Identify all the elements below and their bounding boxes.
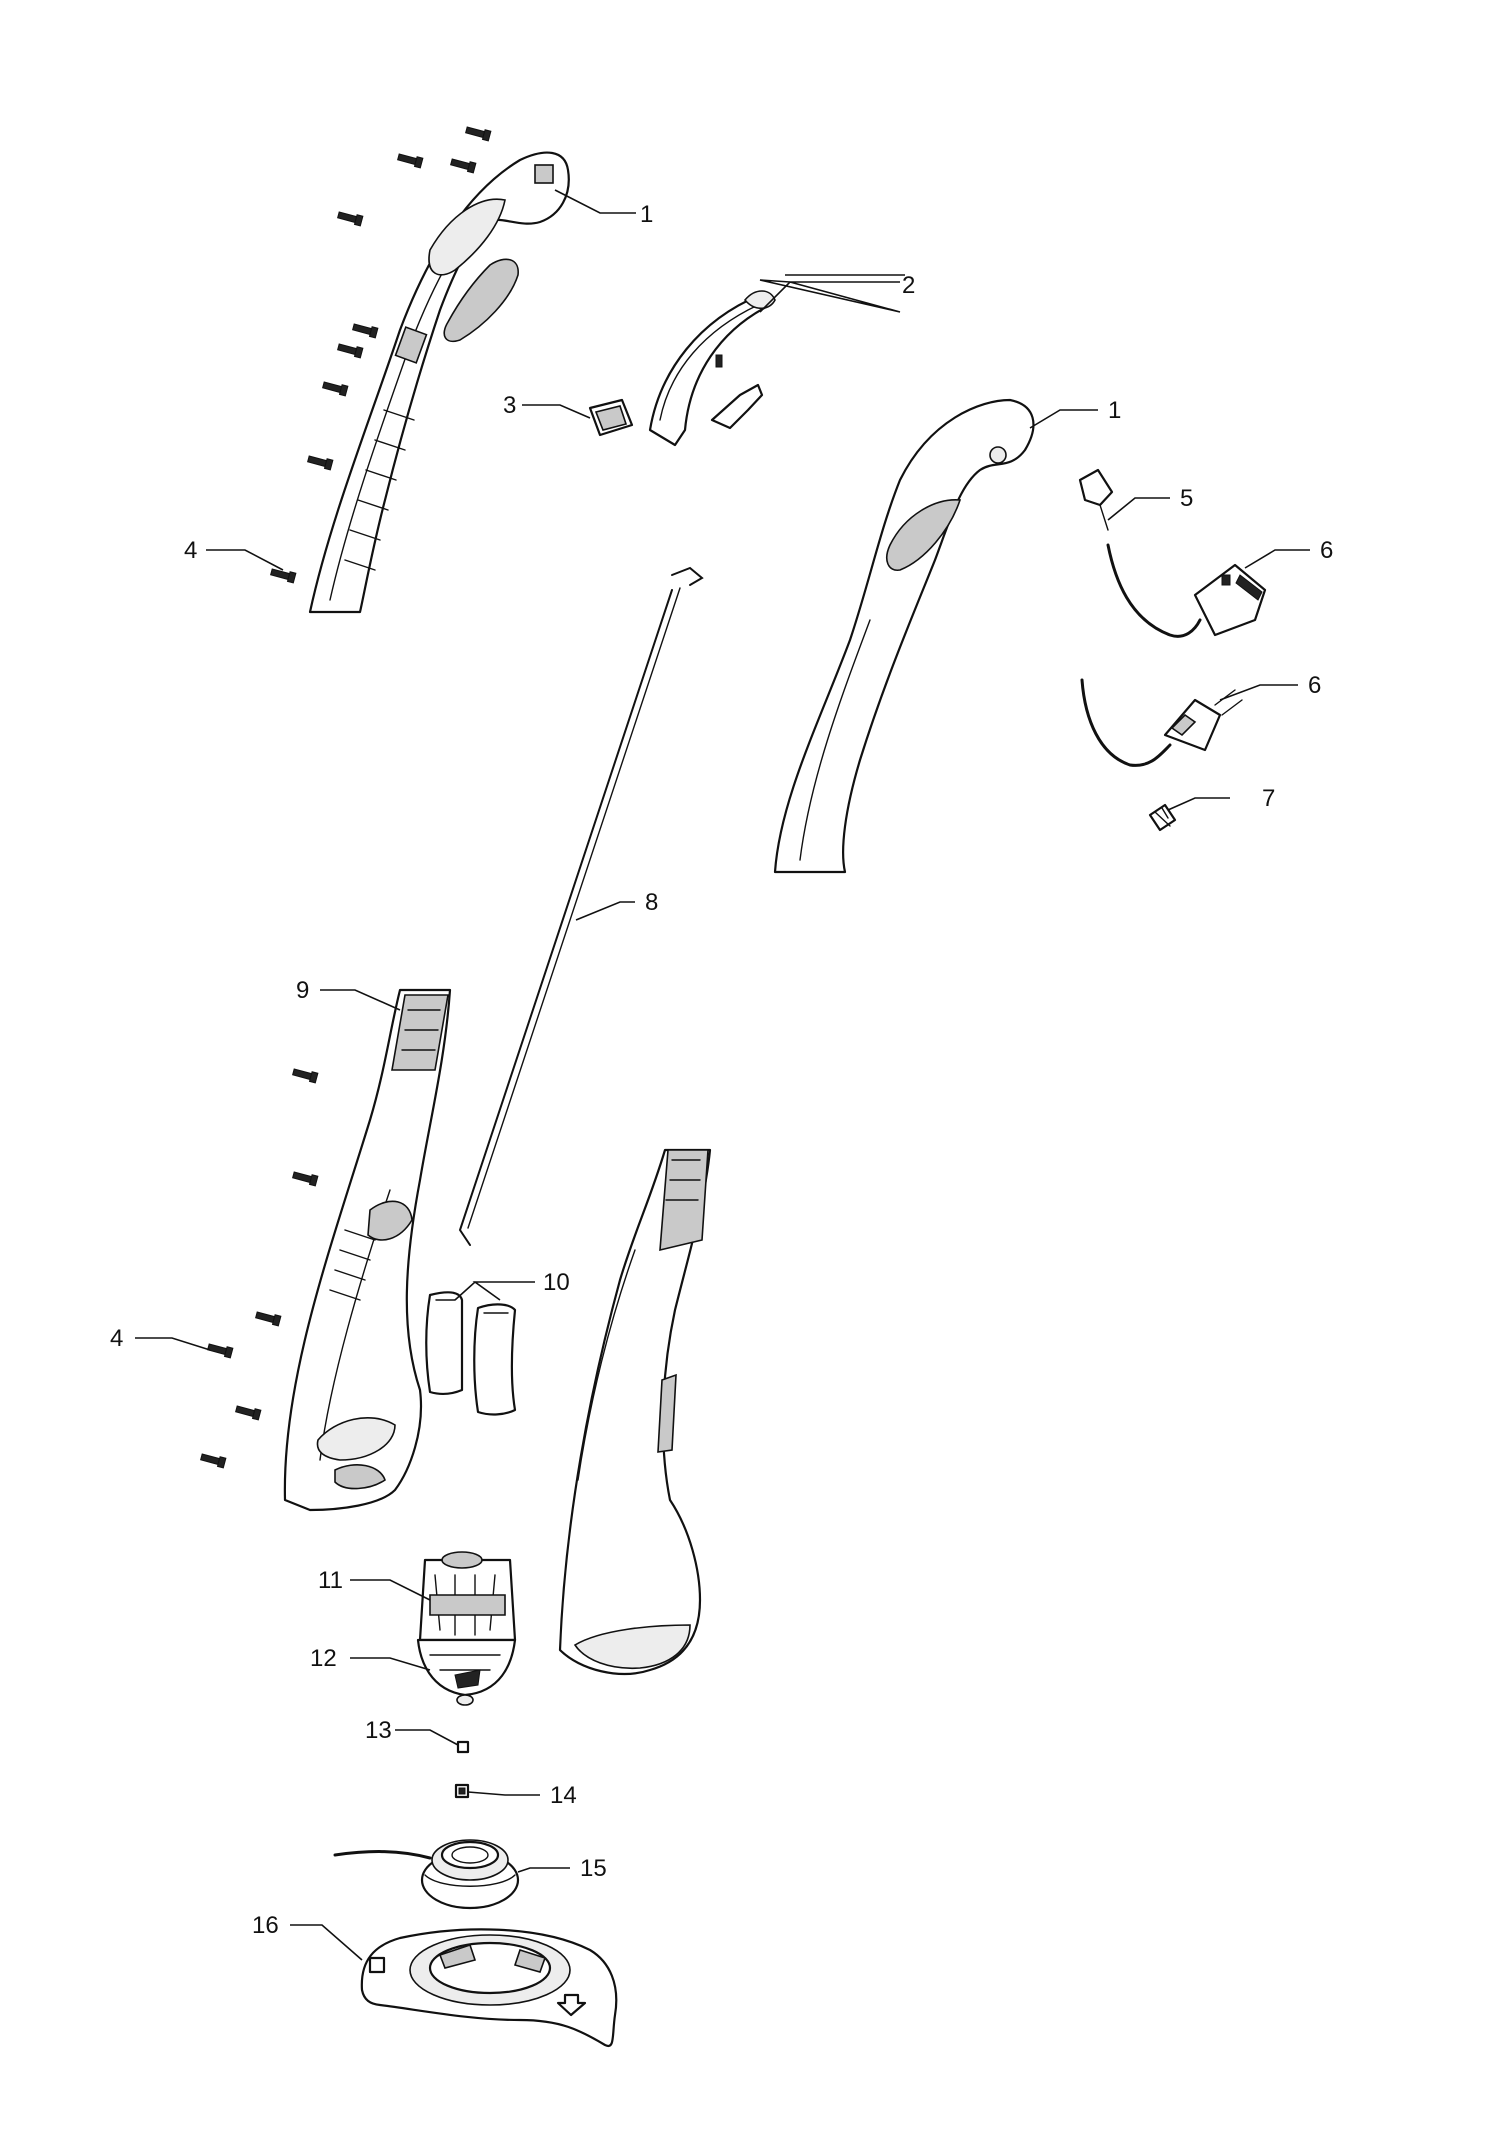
callout-15: 15 bbox=[580, 1855, 607, 1882]
callout-3: 3 bbox=[503, 392, 516, 419]
callout-6-uk: 6 bbox=[1320, 537, 1333, 564]
callout-8: 8 bbox=[645, 889, 658, 916]
callout-14: 14 bbox=[550, 1782, 577, 1809]
part-safety-guard bbox=[360, 1928, 618, 2048]
callout-16: 16 bbox=[252, 1912, 279, 1939]
part-switch-module bbox=[588, 398, 634, 437]
part-cable-strain-relief bbox=[1078, 468, 1114, 531]
part-cable-clip bbox=[1148, 803, 1177, 832]
part-upper-handle-left-half bbox=[308, 151, 570, 614]
part-connecting-rod bbox=[458, 566, 704, 1246]
callout-9: 9 bbox=[296, 977, 309, 1004]
callout-5: 5 bbox=[1180, 485, 1193, 512]
part-spacer bbox=[454, 1783, 470, 1799]
part-mains-cable-uk bbox=[1106, 543, 1267, 638]
screws-lower-left bbox=[200, 1068, 319, 1469]
callout-13: 13 bbox=[365, 1717, 392, 1744]
callout-6-euro: 6 bbox=[1308, 672, 1321, 699]
part-nut bbox=[456, 1740, 470, 1754]
callout-11: 11 bbox=[318, 1567, 343, 1594]
callout-2: 2 bbox=[902, 272, 915, 299]
part-line-spool bbox=[333, 1839, 520, 1910]
part-lower-housing-right-half bbox=[558, 1148, 712, 1676]
part-mains-cable-euro bbox=[1080, 678, 1243, 767]
part-switch-trigger bbox=[648, 290, 776, 447]
callout-1-upper-right: 1 bbox=[1108, 397, 1121, 424]
callout-1-upper-left: 1 bbox=[640, 201, 653, 228]
callout-7: 7 bbox=[1262, 785, 1275, 812]
leader-lines bbox=[135, 189, 1310, 1961]
screws-upper-left bbox=[270, 126, 492, 584]
part-motor bbox=[418, 1551, 517, 1642]
part-motor-magnets bbox=[425, 1291, 517, 1416]
part-upper-handle-right-half bbox=[773, 398, 1035, 874]
callout-4-lower: 4 bbox=[110, 1325, 123, 1352]
callout-4-upper: 4 bbox=[184, 537, 197, 564]
callout-10: 10 bbox=[543, 1269, 570, 1296]
part-fan bbox=[416, 1638, 517, 1706]
part-lower-housing-left-half bbox=[283, 988, 452, 1512]
callout-labels: 1 2 3 4 1 5 6 6 7 8 9 10 4 11 12 13 14 1… bbox=[110, 201, 1333, 1939]
callout-12: 12 bbox=[310, 1645, 337, 1672]
